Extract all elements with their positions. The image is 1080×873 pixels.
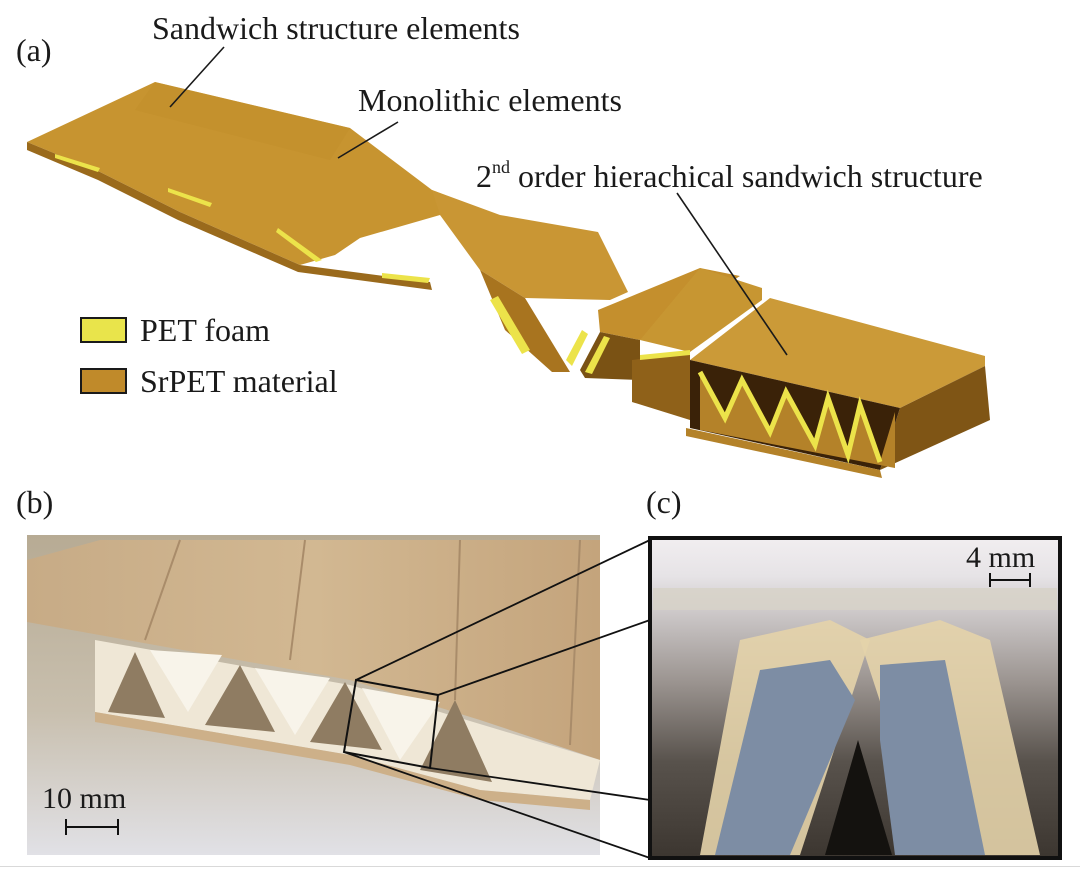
foam-strip	[55, 154, 100, 172]
fold-line	[454, 539, 461, 701]
foam-left	[715, 660, 855, 855]
core-void	[150, 650, 222, 712]
fold-line	[289, 539, 306, 661]
panel-c-photo	[648, 536, 1062, 860]
foam-strip	[382, 273, 430, 283]
foam-strip	[640, 350, 690, 360]
core-void	[108, 652, 165, 718]
scale-bar-b	[65, 819, 119, 835]
step-block-front	[632, 352, 690, 420]
plate-top	[27, 82, 560, 265]
callout-hier-sup: nd	[492, 157, 510, 177]
legend-label-foam: PET foam	[140, 312, 271, 348]
core-void	[362, 688, 440, 760]
callout-monolithic-label: Monolithic elements	[358, 82, 622, 118]
foam-strip	[168, 188, 212, 207]
hier-top-skin	[690, 298, 985, 408]
plate-top-seg-2	[135, 82, 350, 160]
core-void-c	[825, 740, 892, 855]
callout-lines	[169, 46, 788, 356]
hier-back-face	[880, 366, 990, 470]
core-void	[205, 665, 275, 732]
hier-bottom-skin	[686, 428, 882, 478]
panel-b-photo	[27, 535, 600, 855]
scale-bar-c	[989, 573, 1031, 587]
fold-line	[144, 539, 181, 641]
callout-hier-prefix: 2	[476, 158, 492, 194]
callout-hier-label: 2nd order hierachical sandwich structure	[476, 158, 983, 192]
step-block-top	[640, 268, 762, 352]
panel-c-letter: (c)	[646, 484, 682, 520]
core-void	[310, 682, 382, 750]
top-skin-c	[653, 588, 1057, 610]
panel-b-letter: (b)	[16, 484, 54, 520]
hier-core-foam	[697, 370, 883, 464]
core-void	[255, 668, 330, 735]
foam-strip	[566, 330, 588, 366]
zoom-connectors	[343, 539, 651, 859]
callout-line-sandwich	[169, 46, 225, 108]
callout-hier-rest: order hierachical sandwich structure	[510, 158, 983, 194]
legend-label-srpet: SrPET material	[140, 363, 338, 399]
board-bottom-skin	[95, 712, 590, 810]
callout-line-monolithic	[337, 121, 399, 159]
foam-strip	[490, 296, 530, 354]
plate-mid-top	[432, 190, 628, 300]
legend-swatch-srpet	[80, 368, 127, 394]
bottom-rule	[0, 866, 1080, 867]
callout-sandwich-label: Sandwich structure elements	[152, 10, 520, 46]
scale-label-b: 10 mm	[42, 782, 127, 815]
scale-label-c: 4 mm	[966, 541, 1036, 574]
panel-a-letter: (a)	[16, 32, 52, 68]
foam-strip	[585, 336, 610, 374]
foam-strip	[276, 228, 322, 262]
core-void	[420, 700, 492, 782]
plate-mid-side	[480, 270, 570, 372]
panel-a-model	[27, 82, 990, 478]
callout-line-hier	[676, 192, 788, 356]
foam-right	[880, 660, 985, 855]
legend-swatch-foam	[80, 317, 127, 343]
